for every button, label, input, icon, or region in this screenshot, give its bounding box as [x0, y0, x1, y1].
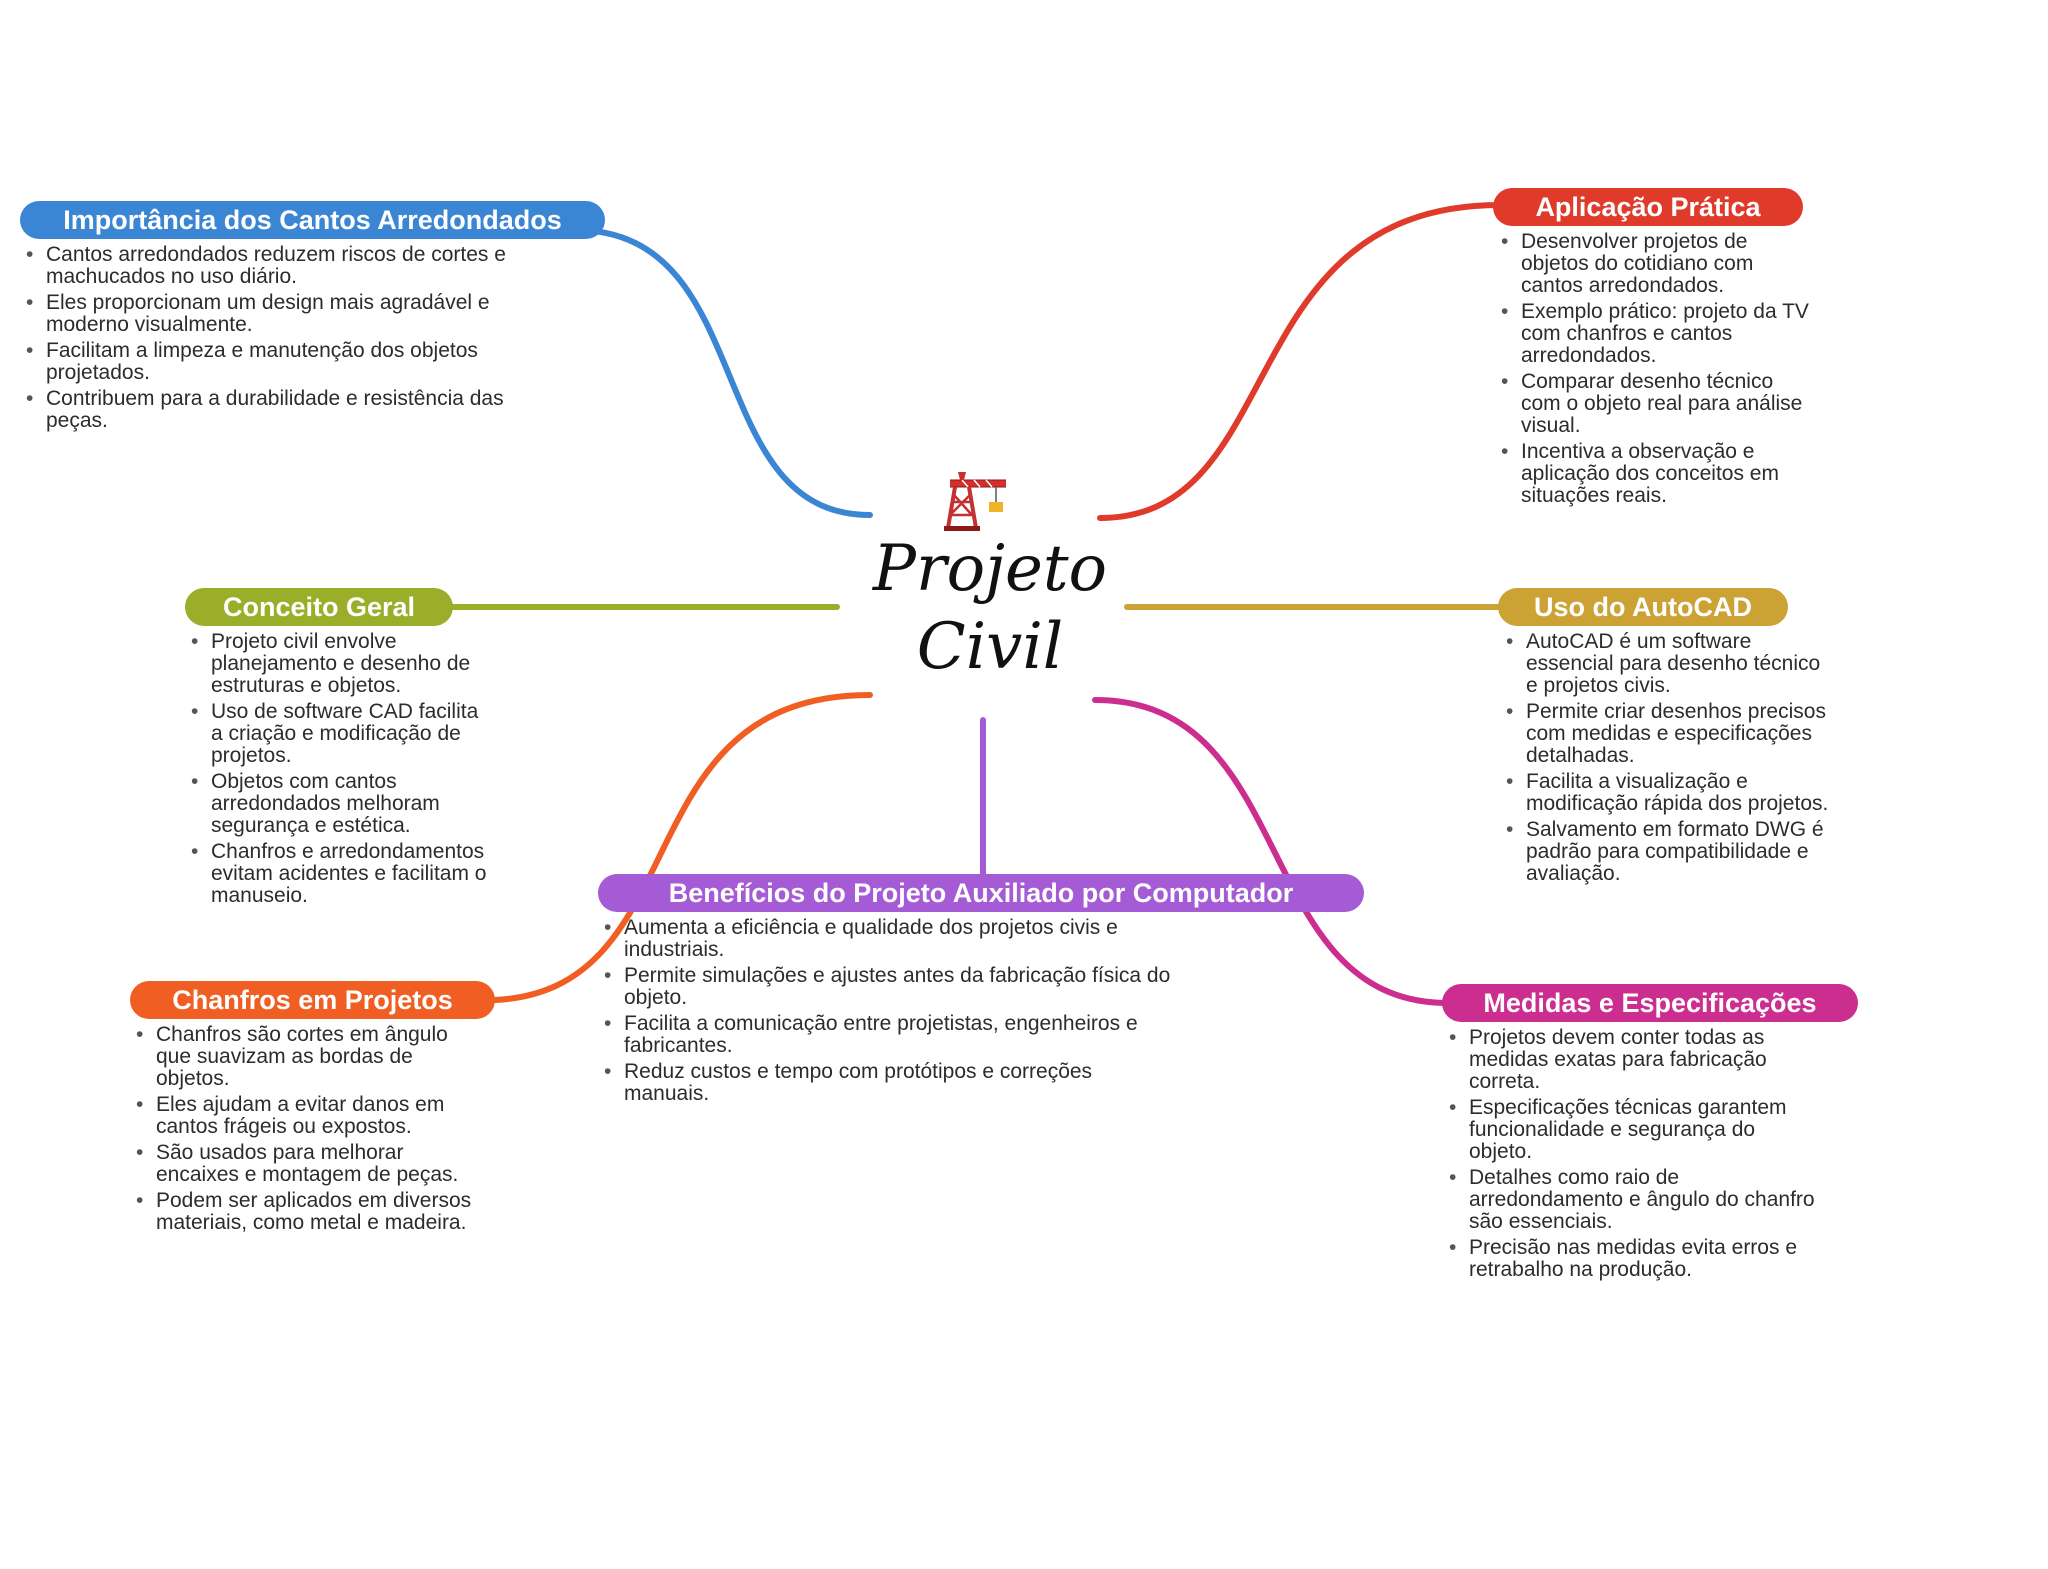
list-item: Objetos com cantos arredondados melhoram…	[185, 771, 495, 837]
list-item: Projeto civil envolve planejamento e des…	[185, 631, 495, 697]
topic-medidas-especificacoes[interactable]: Medidas e Especificações	[1442, 984, 1858, 1022]
connector-chanfros	[492, 692, 873, 1003]
list-importancia-cantos: Cantos arredondados reduzem riscos de co…	[20, 244, 520, 436]
connector-aplicacao	[1097, 202, 1503, 521]
list-beneficios-cad: Aumenta a eficiência e qualidade dos pro…	[598, 917, 1178, 1109]
list-uso-autocad: AutoCAD é um software essencial para des…	[1500, 631, 1830, 889]
list-item: Chanfros e arredondamentos evitam aciden…	[185, 841, 495, 907]
connector-importancia	[572, 227, 873, 518]
topic-conceito-geral[interactable]: Conceito Geral	[185, 588, 453, 626]
list-item: Eles ajudam a evitar danos em cantos frá…	[130, 1094, 480, 1138]
list-item: Reduz custos e tempo com protótipos e co…	[598, 1061, 1178, 1105]
list-item: Incentiva a observação e aplicação dos c…	[1495, 441, 1815, 507]
topic-importancia-cantos[interactable]: Importância dos Cantos Arredondados	[20, 201, 605, 239]
list-item: Uso de software CAD facilita a criação e…	[185, 701, 495, 767]
list-item: Facilita a visualização e modificação rá…	[1500, 771, 1830, 815]
list-item: AutoCAD é um software essencial para des…	[1500, 631, 1830, 697]
list-aplicacao-pratica: Desenvolver projetos de objetos do cotid…	[1495, 231, 1815, 511]
list-item: Permite simulações e ajustes antes da fa…	[598, 965, 1178, 1009]
list-item: Projetos devem conter todas as medidas e…	[1443, 1027, 1823, 1093]
connector-medidas	[1092, 697, 1448, 1006]
list-item: Exemplo prático: projeto da TV com chanf…	[1495, 301, 1815, 367]
list-medidas-especificacoes: Projetos devem conter todas as medidas e…	[1443, 1027, 1823, 1285]
list-item: Aumenta a eficiência e qualidade dos pro…	[598, 917, 1178, 961]
list-item: Especificações técnicas garantem funcion…	[1443, 1097, 1823, 1163]
central-topic-title: Projeto Civil	[872, 532, 1108, 684]
list-item: Podem ser aplicados em diversos materiai…	[130, 1190, 480, 1234]
list-item: Facilitam a limpeza e manutenção dos obj…	[20, 340, 520, 384]
list-item: Precisão nas medidas evita erros e retra…	[1443, 1237, 1823, 1281]
topic-chanfros-projetos[interactable]: Chanfros em Projetos	[130, 981, 495, 1019]
list-item: Contribuem para a durabilidade e resistê…	[20, 388, 520, 432]
list-item: Cantos arredondados reduzem riscos de co…	[20, 244, 520, 288]
topic-beneficios-cad[interactable]: Benefícios do Projeto Auxiliado por Comp…	[598, 874, 1364, 912]
list-item: Comparar desenho técnico com o objeto re…	[1495, 371, 1815, 437]
list-item: Desenvolver projetos de objetos do cotid…	[1495, 231, 1815, 297]
crane-icon	[944, 472, 1006, 531]
list-item: Eles proporcionam um design mais agradáv…	[20, 292, 520, 336]
list-conceito-geral: Projeto civil envolve planejamento e des…	[185, 631, 495, 911]
list-item: Permite criar desenhos precisos com medi…	[1500, 701, 1830, 767]
list-item: São usados para melhorar encaixes e mont…	[130, 1142, 480, 1186]
list-chanfros-projetos: Chanfros são cortes em ângulo que suaviz…	[130, 1024, 480, 1238]
topic-aplicacao-pratica[interactable]: Aplicação Prática	[1493, 188, 1803, 226]
list-item: Detalhes como raio de arredondamento e â…	[1443, 1167, 1823, 1233]
list-item: Facilita a comunicação entre projetistas…	[598, 1013, 1178, 1057]
list-item: Salvamento em formato DWG é padrão para …	[1500, 819, 1830, 885]
topic-uso-autocad[interactable]: Uso do AutoCAD	[1498, 588, 1788, 626]
list-item: Chanfros são cortes em ângulo que suaviz…	[130, 1024, 480, 1090]
